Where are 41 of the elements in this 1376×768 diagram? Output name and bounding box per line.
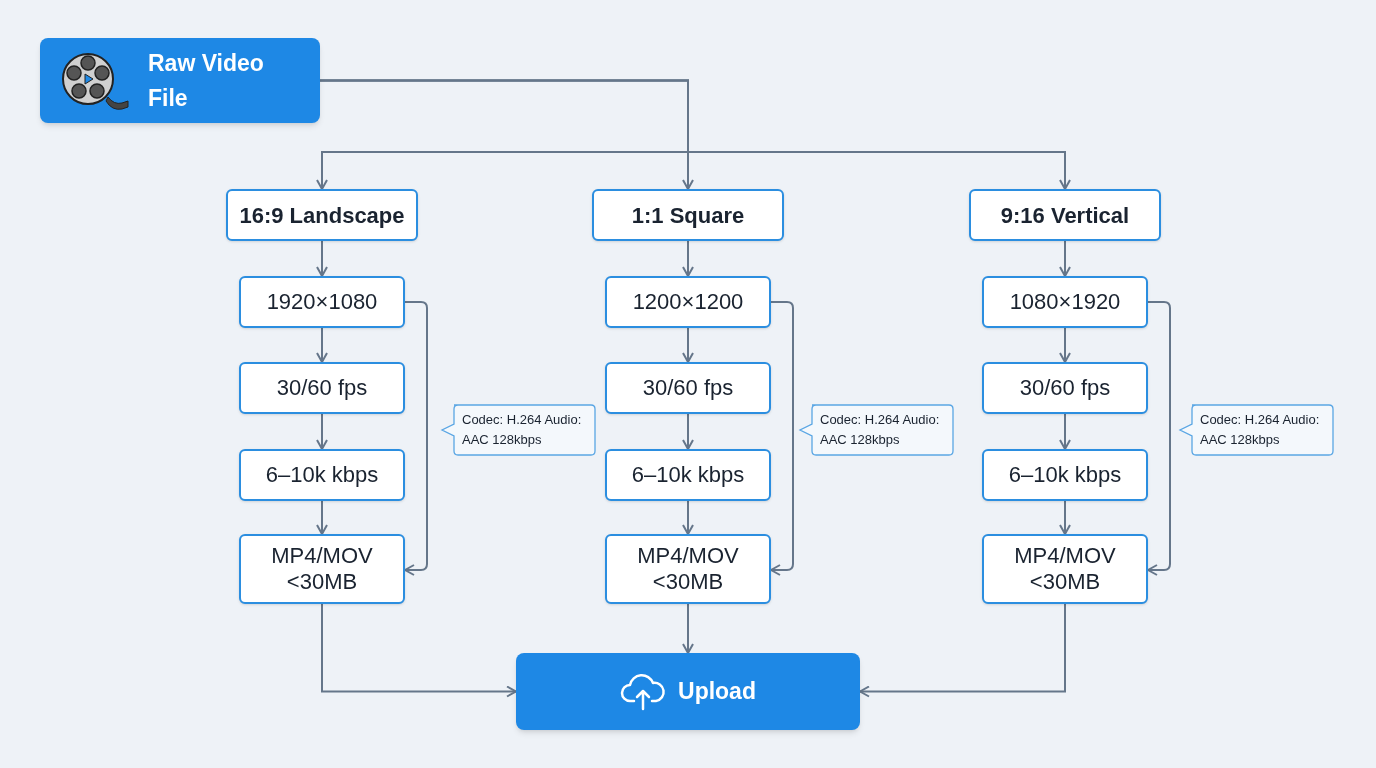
spec-box: 30/60 fps bbox=[982, 362, 1148, 414]
arrow bbox=[316, 413, 328, 450]
arrow bbox=[321, 603, 517, 698]
spec-box: 1920×1080 bbox=[239, 276, 405, 328]
spec-box: 30/60 fps bbox=[605, 362, 771, 414]
upload-box bbox=[516, 653, 860, 730]
arrow bbox=[1059, 327, 1071, 363]
arrow bbox=[682, 500, 694, 535]
arrow bbox=[319, 79, 1071, 190]
callout-bubble: Codec: H.264 Audio: AAC 128kbps bbox=[1178, 404, 1334, 456]
arrow bbox=[682, 240, 694, 277]
spec-box: MP4/MOV <30MB bbox=[982, 534, 1148, 604]
spec-box: 30/60 fps bbox=[239, 362, 405, 414]
arrow bbox=[1059, 240, 1071, 277]
arrow bbox=[316, 500, 328, 535]
arrow bbox=[682, 327, 694, 363]
arrow bbox=[1059, 500, 1071, 535]
spec-box: 6–10k kbps bbox=[982, 449, 1148, 501]
spec-box: MP4/MOV <30MB bbox=[239, 534, 405, 604]
spec-box: MP4/MOV <30MB bbox=[605, 534, 771, 604]
arrow bbox=[316, 240, 328, 277]
spec-box: 6–10k kbps bbox=[239, 449, 405, 501]
source-box bbox=[40, 38, 320, 123]
arrow bbox=[1059, 413, 1071, 450]
arrow bbox=[404, 301, 428, 576]
spec-box: 6–10k kbps bbox=[605, 449, 771, 501]
arrow bbox=[770, 301, 794, 576]
arrow bbox=[316, 327, 328, 363]
format-box: 16:9 Landscape bbox=[226, 189, 418, 241]
callout-bubble: Codec: H.264 Audio: AAC 128kbps bbox=[798, 404, 954, 456]
spec-box: 1080×1920 bbox=[982, 276, 1148, 328]
spec-box: 1200×1200 bbox=[605, 276, 771, 328]
arrow bbox=[859, 603, 1066, 698]
callout-bubble: Codec: H.264 Audio: AAC 128kbps bbox=[440, 404, 596, 456]
format-box: 9:16 Vertical bbox=[969, 189, 1161, 241]
source-label: Raw Video File bbox=[148, 49, 265, 113]
arrow bbox=[682, 413, 694, 450]
arrow bbox=[1147, 301, 1171, 576]
upload-label: Upload bbox=[678, 677, 756, 707]
format-box: 1:1 Square bbox=[592, 189, 784, 241]
arrow bbox=[682, 603, 694, 654]
